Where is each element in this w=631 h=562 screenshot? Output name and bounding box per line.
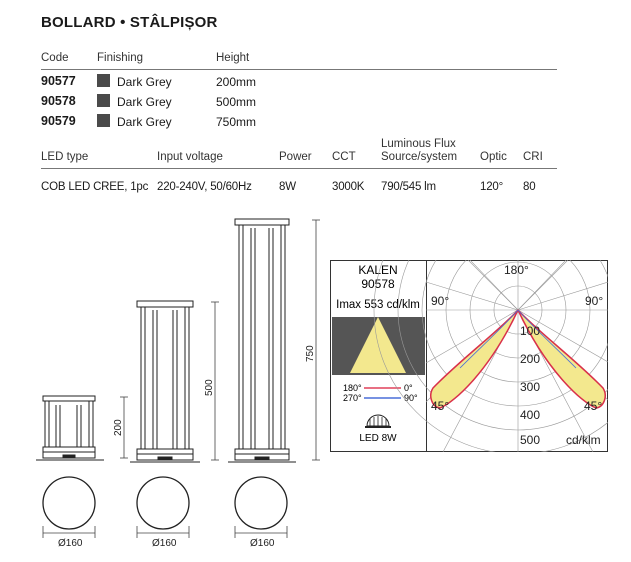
intensity-lobe-left (430, 309, 519, 409)
finishing-cell: Dark Grey (117, 75, 172, 89)
spec-divider (41, 168, 557, 169)
height-cell: 200mm (216, 75, 257, 89)
bollard-top-view (42, 476, 96, 530)
intensity-lobe-right (517, 309, 606, 409)
finishing-cell: Dark Grey (117, 115, 172, 129)
imax-label: Imax 553 cd/klm (336, 299, 420, 311)
diameter-dim: Ø160 (250, 538, 275, 549)
height-dim-200: 200 (113, 419, 124, 436)
angle-label-top: 180° (504, 263, 529, 277)
bollard-500-drawing (130, 300, 200, 463)
optic-value: 120° (480, 181, 503, 193)
optic-header: Optic (480, 151, 507, 163)
finishing-header: Finishing (97, 52, 144, 64)
code-cell: 90578 (41, 94, 76, 108)
unit-label: cd/klm (566, 433, 601, 447)
bollard-top-view (234, 476, 288, 530)
code-cell: 90577 (41, 74, 76, 88)
radial-label: 500 (520, 433, 540, 447)
led-type-header: LED type (41, 151, 89, 163)
radial-label: 100 (520, 324, 540, 338)
flux-header: Luminous Flux (381, 138, 456, 150)
bollard-top-view (136, 476, 190, 530)
code-header: Code (41, 52, 69, 64)
finishing-cell: Dark Grey (117, 95, 172, 109)
height-dim-500: 500 (204, 379, 215, 396)
table-divider (41, 69, 557, 70)
legend-a1: 180° (343, 383, 362, 393)
angle-label-left: 90° (431, 294, 449, 308)
cct-value: 3000K (332, 181, 365, 193)
cct-header: CCT (332, 151, 356, 163)
bollard-750-drawing (228, 218, 296, 463)
diameter-dim: Ø160 (58, 538, 83, 549)
led-icon (365, 414, 391, 428)
power-value: 8W (279, 181, 296, 193)
legend-b2: 90° (404, 393, 418, 403)
page-title: BOLLARD • STÂLPIȘOR (41, 14, 218, 31)
code-cell: 90579 (41, 114, 76, 128)
angle-label-bottom-right: 45° (584, 399, 602, 413)
radial-label: 200 (520, 352, 540, 366)
height-cell: 500mm (216, 95, 257, 109)
color-swatch (97, 94, 110, 107)
color-swatch (97, 114, 110, 127)
height-header: Height (216, 52, 250, 64)
bollard-200-drawing (36, 395, 104, 461)
radial-label: 300 (520, 380, 540, 394)
height-dim-750: 750 (305, 345, 316, 362)
cri-value: 80 (523, 181, 536, 193)
height-cell: 750mm (216, 115, 257, 129)
luminaire-name: KALEN (358, 263, 397, 277)
angle-label-bottom-left: 45° (431, 399, 449, 413)
bollard-drawings: 200 500 750 Ø160 Ø160 Ø160 (36, 218, 320, 549)
input-voltage-value: 220-240V, 50/60Hz (157, 181, 252, 193)
legend-a2: 270° (343, 393, 362, 403)
radial-label: 400 (520, 408, 540, 422)
input-voltage-header: Input voltage (157, 151, 223, 163)
flux-value: 790/545 lm (381, 181, 436, 193)
angle-label-right: 90° (585, 294, 603, 308)
led-type-value: COB LED CREE, 1pc (41, 181, 149, 193)
diameter-dim: Ø160 (152, 538, 177, 549)
luminaire-code: 90578 (361, 277, 395, 291)
photometric-panel: KALEN 90578 Imax 553 cd/klm 180° 0° 270°… (330, 260, 608, 452)
flux-header-sub: Source/system (381, 151, 458, 163)
polar-diagram: 180° 90° 90° 45° 45° 100 200 300 400 500… (373, 260, 608, 452)
power-header: Power (279, 151, 312, 163)
led-label: LED 8W (359, 433, 397, 444)
legend-b1: 0° (404, 383, 413, 393)
color-swatch (97, 74, 110, 87)
cri-header: CRI (523, 151, 543, 163)
